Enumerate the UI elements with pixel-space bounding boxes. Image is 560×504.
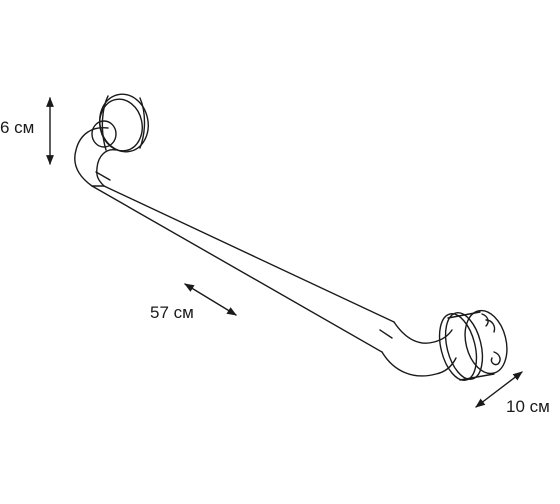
length-dimension-arrow (184, 283, 237, 316)
right-bend (381, 321, 457, 377)
length-dimension-label: 57 см (150, 303, 194, 322)
depth-dimension-arrow (475, 371, 523, 408)
main-bar (91, 171, 395, 353)
height-dimension-label: 6 см (0, 118, 35, 137)
right-wall-mount (438, 309, 508, 381)
depth-dimension-label: 10 см (506, 397, 550, 416)
left-bend (74, 120, 117, 187)
left-wall-mount (99, 93, 149, 153)
